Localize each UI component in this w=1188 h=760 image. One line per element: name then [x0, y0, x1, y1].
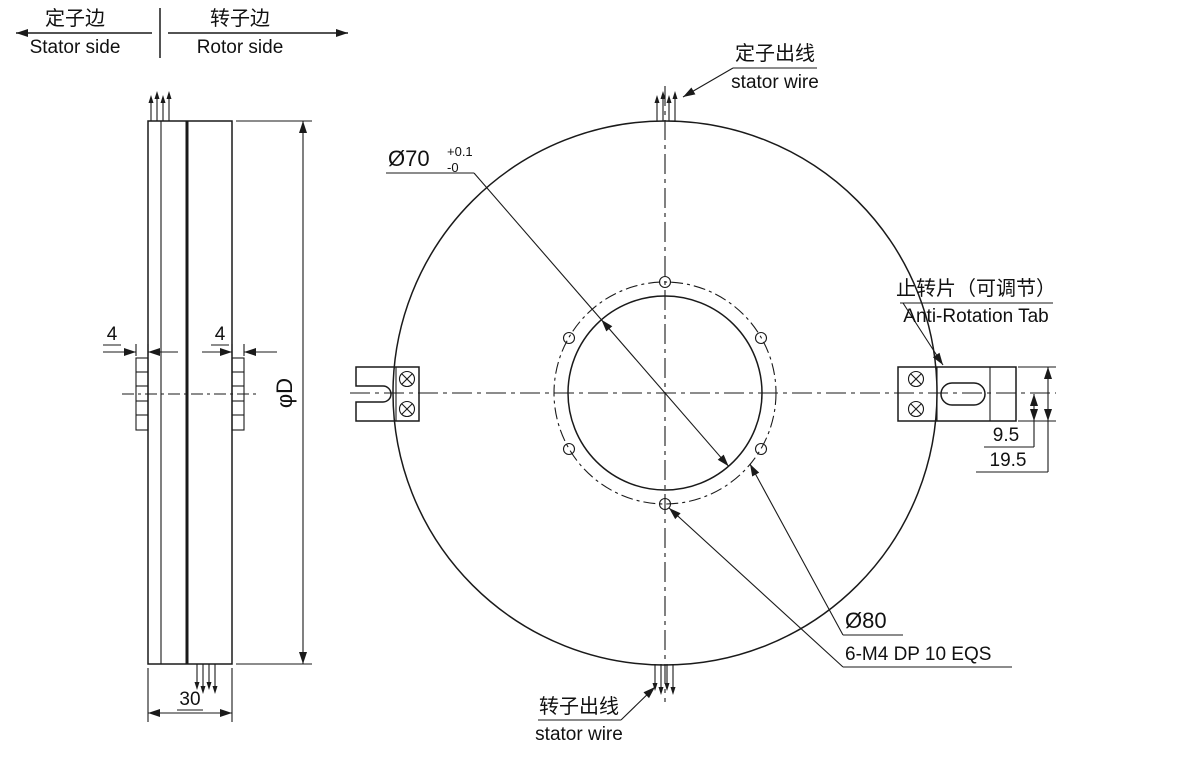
screw-icon [907, 400, 925, 418]
left-arrowhead-icon [16, 29, 28, 37]
label-anti-rotation: 止转片（可调节） Anti-Rotation Tab [896, 277, 1056, 366]
dim-19-5: 19.5 [976, 366, 1056, 473]
label-rotor-wire: 转子出线 stator wire [535, 686, 656, 745]
adjustment-slot [940, 382, 986, 406]
dim-9-5: 9.5 [984, 394, 1056, 448]
dim-bore-tol-lower: -0 [447, 160, 459, 175]
dim-4-right-value: 4 [215, 324, 226, 345]
header-legend: 定子边 Stator side 转子边 Rotor side [16, 7, 348, 58]
rotor-wire-label-en: stator wire [535, 724, 623, 745]
dim-bore-tol-upper: +0.1 [447, 144, 473, 159]
front-view-rotor-wires [652, 664, 676, 695]
screw-icon [398, 370, 416, 388]
dim-19-5-value: 19.5 [990, 450, 1027, 471]
dim-phi-d-value: φD [272, 378, 297, 408]
anti-rotation-label-cn: 止转片（可调节） [896, 277, 1056, 300]
dim-30-value: 30 [179, 689, 200, 710]
stator-side-label-en: Stator side [30, 37, 121, 58]
front-view: 定子出线 stator wire 转子出线 stator wire 止转片（可调… [350, 42, 1056, 745]
stator-wire-label-en: stator wire [731, 72, 819, 93]
side-view: 4 4 φD 30 [103, 91, 312, 722]
anti-rotation-label-en: Anti-Rotation Tab [903, 306, 1048, 327]
screw-icon [907, 370, 925, 388]
left-fork-tab [355, 366, 420, 422]
stator-side-label-cn: 定子边 [45, 7, 105, 30]
dim-bolt-spec: 6-M4 DP 10 EQS [668, 507, 1012, 668]
bolt-spec-value: 6-M4 DP 10 EQS [845, 644, 991, 665]
bolt-holes [562, 275, 768, 511]
dim-phi-d: φD [236, 120, 312, 665]
rotor-side-label-en: Rotor side [197, 37, 284, 58]
dim-bore-value: Ø70 [388, 146, 430, 171]
side-view-rotor-wires [194, 664, 218, 694]
rotor-wire-label-cn: 转子出线 [539, 695, 619, 718]
rotor-side-label-cn: 转子边 [210, 7, 270, 30]
label-stator-wire: 定子出线 stator wire [682, 42, 819, 98]
dim-4-left: 4 [103, 324, 178, 356]
front-view-stator-wires [654, 91, 678, 121]
dim-9-5-value: 9.5 [993, 425, 1019, 446]
dim-bolt-circle-80: Ø80 [749, 463, 903, 636]
side-view-stator-wires [148, 91, 172, 121]
dim-4-left-value: 4 [107, 324, 118, 345]
dim-bore-70: Ø70 +0.1 -0 [386, 144, 730, 467]
dim-4-right: 4 [202, 324, 277, 356]
stator-wire-label-cn: 定子出线 [735, 42, 815, 65]
right-arrowhead-icon [336, 29, 348, 37]
screw-icon [398, 400, 416, 418]
dim-bolt-circle-value: Ø80 [845, 608, 887, 633]
anti-rotation-tab [897, 366, 1017, 422]
dim-30: 30 [147, 668, 233, 722]
